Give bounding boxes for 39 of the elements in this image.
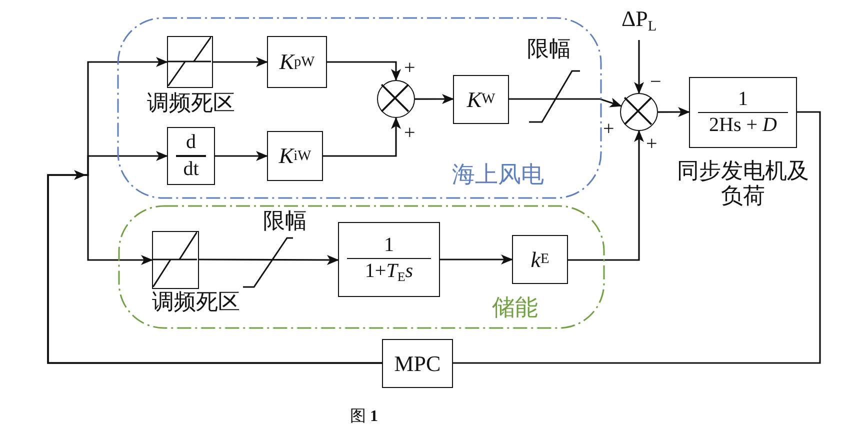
transfer-function-block <box>338 222 440 297</box>
dash-dot-group <box>117 17 602 199</box>
sign-label: + <box>404 121 416 145</box>
signal-line <box>453 111 821 364</box>
signal-line <box>568 130 644 261</box>
summing-junction <box>620 93 658 131</box>
signal-label: ΔP$_{L}$ <box>612 6 666 36</box>
figure-caption: 图 1 <box>350 407 378 426</box>
sign-label: + <box>603 117 614 141</box>
signal-line <box>323 117 401 157</box>
dash-dot-group <box>118 205 605 329</box>
text-label: 限幅 <box>527 36 571 62</box>
signal-line <box>327 61 401 81</box>
signal-line <box>415 94 454 104</box>
group-label: 储能 <box>492 294 539 322</box>
signal-line <box>658 107 690 118</box>
sign-label: + <box>646 132 658 156</box>
sign-label: + <box>404 56 416 80</box>
block-label: 调频死区 <box>146 90 236 116</box>
signal-line <box>215 151 268 161</box>
denominator: dt <box>183 158 199 181</box>
numerator: 1 <box>384 234 394 257</box>
numerator: 1 <box>738 88 748 111</box>
signal-line <box>199 254 339 265</box>
text-label: 限幅 <box>263 208 307 234</box>
signal-line <box>509 98 622 108</box>
numerator: d <box>186 131 196 154</box>
transfer-function-block <box>167 127 215 185</box>
block-caption: 同步发电机及负荷 <box>676 158 810 209</box>
denominator: 2Hs + D <box>709 114 777 138</box>
block-label: 调频死区 <box>151 289 241 314</box>
summing-junction <box>377 80 415 118</box>
signal-line <box>634 40 644 94</box>
sign-label: − <box>650 70 662 94</box>
group-label: 海上风电 <box>452 161 545 189</box>
signal-line <box>440 254 513 264</box>
gain-block: MPC <box>382 339 453 388</box>
signal-line <box>213 57 268 67</box>
denominator: 1+T$_{E}$s <box>364 260 414 286</box>
